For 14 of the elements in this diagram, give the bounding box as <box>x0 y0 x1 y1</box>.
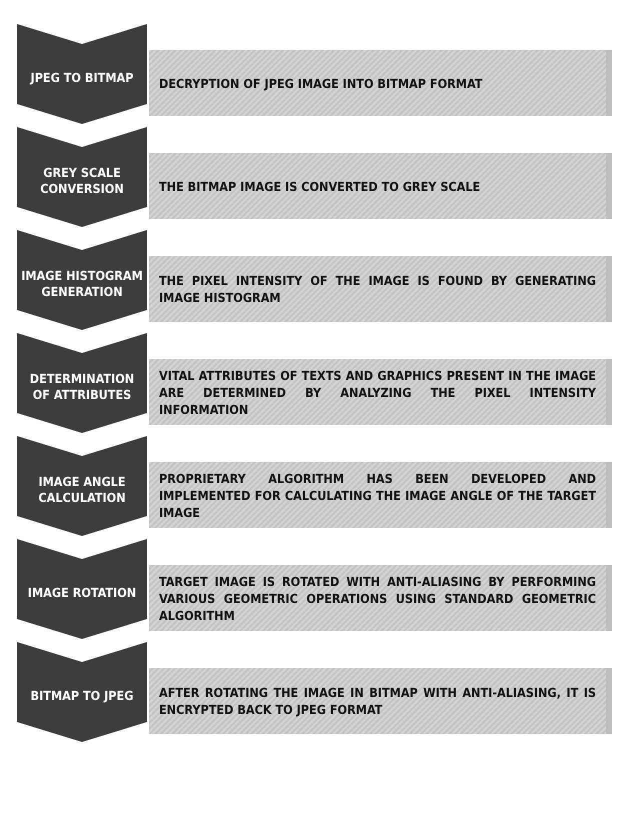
step-label: IMAGE ROTATION <box>26 585 138 601</box>
description-panel: PROPRIETARY ALGORITHM HAS BEEN DEVELOPED AND IMPLEMENTED FOR CALCULATING THE IMAGE ANGLE OF THE TARGET IMAGE <box>149 462 612 528</box>
description-panel: AFTER ROTATING THE IMAGE IN BITMAP WITH ANTI-ALIASING, IT IS ENCRYPTED BACK TO JPEG FORMAT <box>149 668 612 734</box>
step-label: DETERMINATION OF ATTRIBUTES <box>28 371 136 403</box>
step-label: IMAGE HISTOGRAM GENERATION <box>21 268 143 300</box>
description-panel: VITAL ATTRIBUTES OF TEXTS AND GRAPHICS PRESENT IN THE IMAGE ARE DETERMINED BY ANALYZING THE PIXEL INTENSITY INFORMATION <box>149 359 612 425</box>
description-panel: THE PIXEL INTENSITY OF THE IMAGE IS FOUND BY GENERATING IMAGE HISTOGRAM <box>149 256 612 322</box>
step-label: GREY SCALE CONVERSION <box>39 165 125 197</box>
description-panel: TARGET IMAGE IS ROTATED WITH ANTI-ALIASING BY PERFORMING VARIOUS GEOMETRIC OPERATIONS USING STANDARD GEOMETRIC ALGORITHM <box>149 565 612 631</box>
step-label: BITMAP TO JPEG <box>30 688 134 704</box>
step-label: IMAGE ANGLE CALCULATION <box>37 474 127 506</box>
description-panel: DECRYPTION OF JPEG IMAGE INTO BITMAP FORMAT <box>149 50 612 116</box>
description-panel: THE BITMAP IMAGE IS CONVERTED TO GREY SCALE <box>149 153 612 219</box>
step-label: JPEG TO BITMAP <box>28 70 134 86</box>
